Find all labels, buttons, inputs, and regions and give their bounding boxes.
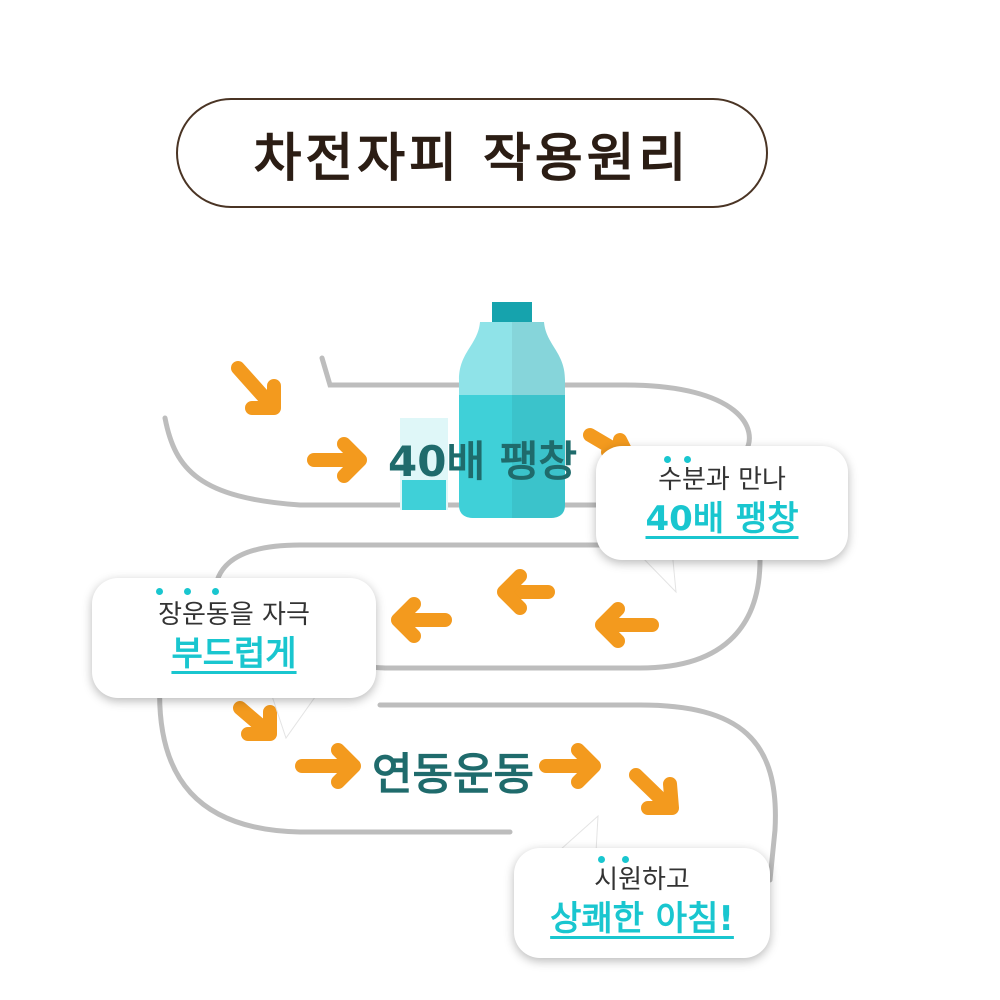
bubble-tails [269, 549, 677, 853]
arrow-icon [307, 437, 367, 483]
bubble-water-main: 40배 팽창 [645, 498, 799, 539]
emphasis-dot [622, 856, 629, 863]
peristalsis-label: 연동운동 [372, 749, 534, 800]
bubble-water: 수분과 만나 40배 팽창 [596, 446, 848, 560]
glass-icon [400, 418, 448, 510]
arrow-icon [231, 361, 281, 415]
emphasis-dot [212, 588, 219, 595]
arrow-icon [295, 743, 361, 789]
emphasis-dot [684, 456, 691, 463]
emphasis-dot [184, 588, 191, 595]
bubble-morning-sub: 시원하고 [594, 865, 690, 896]
page-title: 차전자피 작용원리 [253, 128, 691, 189]
emphasis-dot [598, 856, 605, 863]
arrow-icon [233, 701, 277, 741]
bubble-stimulate-sub: 장운동을 자극 [158, 600, 310, 631]
bubble-stimulate: 장운동을 자극 부드럽게 [92, 578, 376, 698]
bubble-stimulate-main: 부드럽게 [171, 633, 297, 674]
arrow-icon [595, 602, 659, 648]
expand-label: 40배 팽창 [388, 437, 577, 486]
emphasis-dot [664, 456, 671, 463]
arrow-icon [391, 597, 452, 643]
bubble-morning-main: 상쾌한 아침! [550, 898, 734, 939]
arrow-icon [497, 569, 555, 615]
emphasis-dot [156, 588, 163, 595]
water-bottle-icon [459, 302, 565, 518]
bubble-morning: 시원하고 상쾌한 아침! [514, 848, 770, 958]
arrow-icon [539, 743, 601, 789]
title-pill: 차전자피 작용원리 [176, 98, 768, 208]
bubble-water-sub: 수분과 만나 [658, 465, 786, 496]
arrow-icon [629, 768, 679, 815]
